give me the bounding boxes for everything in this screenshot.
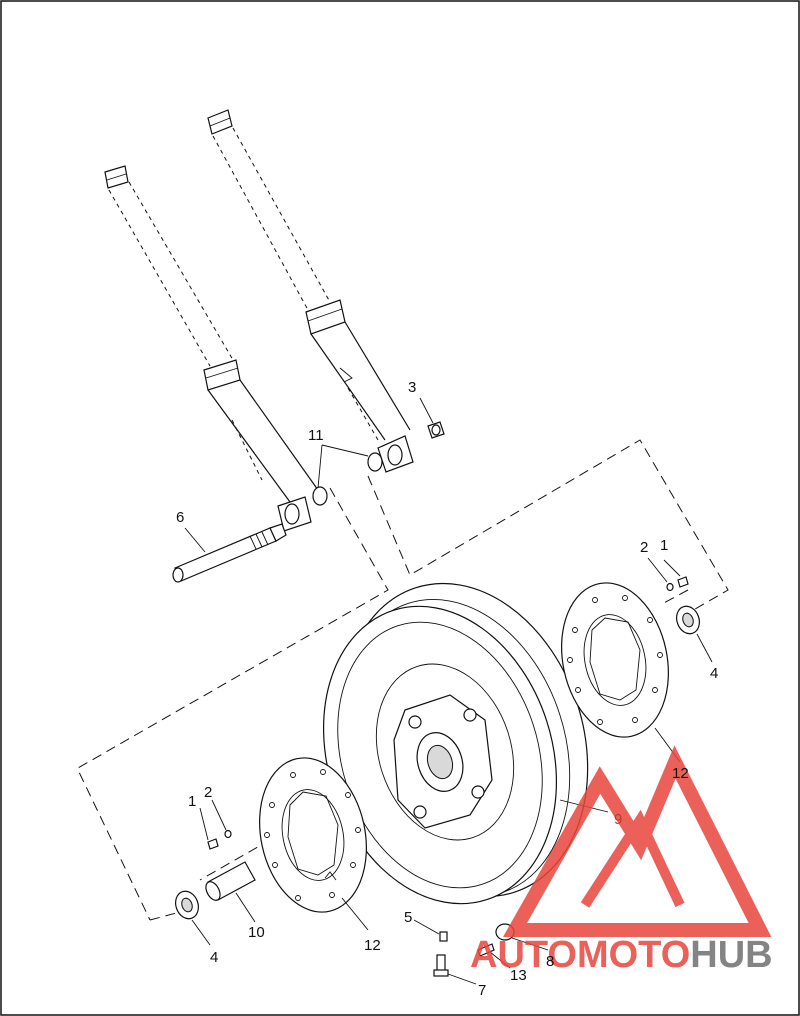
callout-2-upper: 2: [640, 539, 648, 556]
bearing-lower: [175, 890, 199, 920]
callout-9: 9: [614, 811, 622, 828]
part-11-spacers: [312, 452, 383, 506]
part-6-axle: [172, 523, 287, 583]
automotohub-logo: AUTOMOTOHUB: [470, 745, 773, 976]
part-7-valve-stem: [433, 954, 449, 977]
right-fork-tube: [207, 109, 414, 473]
left-fork-tube: [104, 165, 319, 532]
callout-4-lower: 4: [210, 949, 218, 966]
callout-3: 3: [408, 379, 416, 396]
callout-12-lower: 12: [364, 937, 381, 954]
callout-8: 8: [546, 953, 554, 970]
logo-part-moto: MOTO: [577, 934, 690, 976]
logo-text: AUTOMOTOHUB: [470, 934, 773, 976]
logo-part-hub: HUB: [690, 934, 772, 976]
callout-labels: 1 2 3 4 11 6 12 9 1 2 10 12 4 5 8 13 7: [176, 379, 718, 999]
callout-13: 13: [510, 967, 527, 984]
part-5-valve-cap: [439, 931, 448, 942]
part-13-clip: [477, 943, 495, 957]
callout-4-upper: 4: [710, 665, 718, 682]
callout-12-upper: 12: [672, 765, 689, 782]
rotor-upper: [561, 582, 669, 738]
callout-7: 7: [478, 982, 486, 999]
callout-5: 5: [404, 909, 412, 926]
callout-1-upper: 1: [660, 537, 668, 554]
rotor-lower: [259, 757, 367, 913]
callout-11: 11: [308, 427, 324, 444]
callout-1-lower: 1: [188, 793, 196, 810]
callout-10: 10: [248, 924, 265, 941]
part-10-spacer: [205, 861, 256, 901]
callout-2-lower: 2: [204, 784, 212, 801]
callout-6: 6: [176, 509, 184, 526]
bearing-upper: [676, 605, 700, 635]
screw-lower: [207, 829, 232, 850]
part-3-nut: [427, 421, 445, 439]
logo-part-auto: AUTO: [470, 934, 577, 976]
screw-upper: [666, 576, 689, 592]
